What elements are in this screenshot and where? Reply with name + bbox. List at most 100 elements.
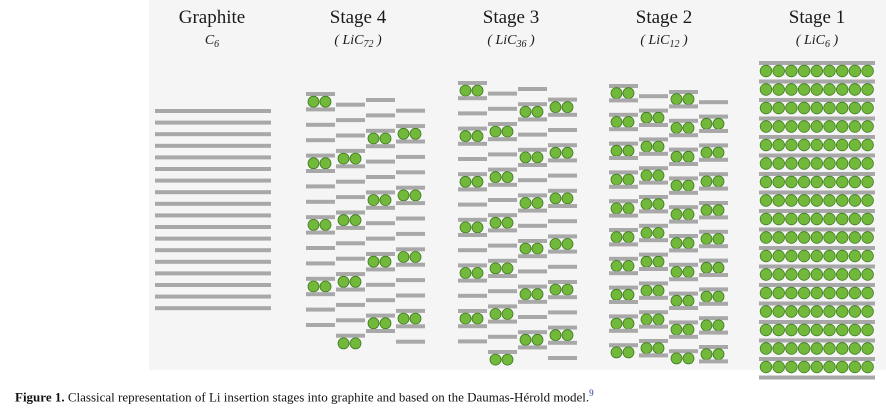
li-atom	[785, 249, 798, 263]
li-atom	[682, 266, 695, 278]
column-graphite-header: Graphite C6	[179, 7, 245, 50]
graphene-layer	[306, 169, 335, 173]
graphene-layer	[669, 147, 698, 152]
graphene-layer	[155, 213, 271, 218]
li-atom	[823, 194, 836, 207]
li-atom	[797, 157, 811, 170]
graphene-layer	[699, 114, 728, 119]
diagram-layers	[155, 61, 875, 380]
li-atom	[622, 346, 635, 359]
graphene-layer	[759, 209, 875, 213]
li-atom	[823, 64, 836, 78]
graphene-layer	[548, 219, 577, 224]
graphene-layer	[759, 79, 875, 84]
li-atom	[700, 348, 713, 361]
graphene-layer	[669, 205, 698, 210]
graphene-layer	[366, 113, 395, 118]
graphene-layer	[458, 81, 487, 85]
li-atom	[682, 294, 695, 307]
graphene-layer	[336, 302, 365, 307]
li-atom	[861, 138, 874, 152]
li-atom	[861, 212, 874, 226]
column-formula: ( LiC6 )	[796, 33, 839, 50]
li-atom	[848, 286, 862, 300]
li-atom	[682, 122, 695, 134]
li-atom	[712, 290, 725, 303]
li-atom	[823, 305, 836, 318]
li-atom	[772, 120, 785, 133]
graphene-layer	[548, 325, 577, 330]
li-atom	[501, 353, 514, 366]
graphene-layer	[336, 318, 365, 323]
graphene-layer	[699, 201, 728, 205]
li-atom	[810, 64, 824, 78]
li-atom	[561, 146, 574, 159]
li-atom	[848, 231, 862, 244]
li-atom	[531, 105, 544, 118]
graphene-layer	[488, 304, 517, 309]
li-atom	[561, 283, 574, 296]
graphene-layer	[458, 309, 487, 313]
graphene-layer	[366, 313, 395, 318]
li-atom	[797, 268, 811, 281]
li-atom	[489, 216, 502, 229]
li-atom	[785, 101, 798, 115]
graphene-layer	[306, 230, 335, 235]
li-atom	[810, 268, 824, 281]
li-atom	[759, 120, 773, 133]
li-atom	[759, 212, 773, 226]
graphene-layer	[396, 339, 425, 344]
graphene-layer	[155, 201, 271, 206]
li-atom	[772, 249, 785, 263]
graphene-layer	[669, 90, 698, 94]
li-atom	[759, 342, 773, 355]
li-atom	[797, 249, 811, 263]
graphene-layer	[639, 223, 668, 228]
graphene-layer	[458, 324, 487, 329]
li-atom	[670, 323, 683, 336]
li-atom	[848, 360, 862, 374]
graphene-layer	[518, 178, 547, 183]
li-atom	[519, 151, 532, 164]
li-atom	[810, 138, 824, 152]
graphene-layer	[759, 116, 875, 121]
li-atom	[848, 323, 862, 337]
li-atom	[785, 323, 798, 337]
li-atom	[848, 249, 862, 263]
li-atom	[759, 175, 773, 189]
li-atom	[772, 83, 785, 96]
li-atom	[861, 194, 874, 207]
li-atom	[848, 101, 862, 115]
graphene-layer	[488, 274, 517, 278]
graphene-layer	[458, 172, 487, 177]
graphene-layer	[548, 310, 577, 315]
li-atom	[810, 101, 824, 115]
graphene-layer	[458, 96, 487, 101]
li-atom	[489, 262, 502, 275]
li-atom	[848, 175, 862, 189]
li-atom	[785, 175, 798, 189]
li-atom	[549, 101, 562, 114]
li-atom	[810, 194, 824, 207]
li-atom	[531, 197, 544, 209]
caption-reference[interactable]: 9	[589, 388, 594, 398]
graphene-layer	[699, 330, 728, 335]
li-atom	[797, 120, 811, 133]
li-atom	[489, 353, 502, 366]
graphene-layer	[518, 330, 547, 335]
li-atom	[501, 125, 514, 138]
graphene-layer	[306, 199, 335, 204]
graphene-layer	[759, 98, 875, 102]
li-atom	[471, 175, 484, 188]
li-atom	[823, 212, 836, 226]
li-atom	[640, 111, 653, 124]
li-atom	[610, 202, 623, 215]
li-atom	[459, 267, 472, 279]
li-atom	[549, 329, 562, 342]
li-atom	[772, 342, 785, 355]
li-atom	[622, 231, 635, 244]
graphene-layer	[366, 267, 395, 272]
li-atom	[797, 231, 811, 244]
li-atom	[367, 132, 380, 145]
graphene-layer	[155, 259, 271, 264]
